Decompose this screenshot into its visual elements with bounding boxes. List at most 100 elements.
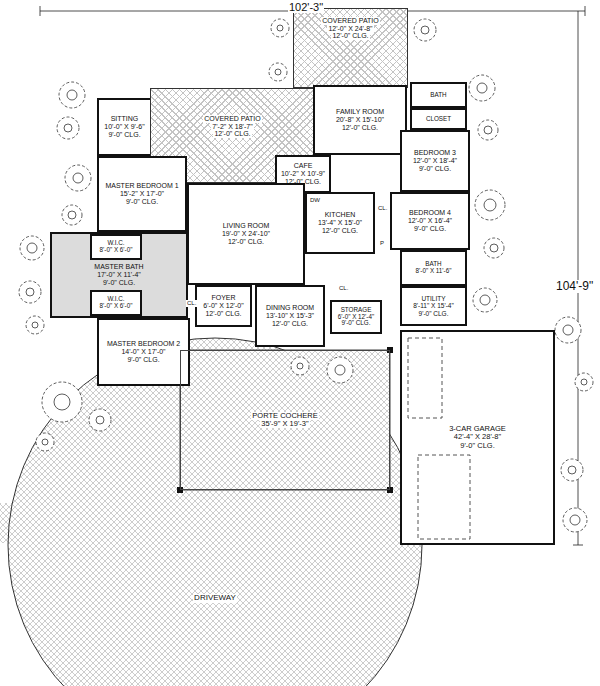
room-dimension: 6'-0" X 12'-4" [338, 314, 374, 321]
garage-outline [408, 338, 442, 418]
shrub [421, 26, 429, 34]
closet-label: CL. [186, 300, 197, 307]
room-name: FAMILY ROOM [336, 108, 384, 116]
room-box: BATH [410, 82, 467, 108]
dimension-tick [585, 6, 586, 16]
room-box: MASTER BEDROOM 214'-0" X 17'-0"9'-0" CLG… [97, 318, 190, 386]
room-name: W.I.C. [107, 240, 124, 247]
shrub [67, 90, 77, 100]
room-name: PORTE COCHERE [251, 412, 318, 420]
room-dimension: 8'-11" X 15'-4" [413, 302, 454, 309]
room-dimension: 9'-0" CLG. [414, 225, 446, 233]
porte-cochere-paving [180, 350, 390, 490]
shrub [57, 117, 79, 139]
shrub [480, 295, 490, 305]
shrub [490, 244, 498, 252]
room-dimension: 12'-0" CLG. [342, 124, 378, 132]
room-dimension: 8'-0" X 6'-0" [100, 303, 133, 310]
shrub [89, 409, 111, 431]
room-dimension: 12'-0" X 18'-4" [413, 157, 457, 165]
room-name: MASTER BATH [94, 263, 143, 271]
column [387, 487, 393, 493]
room-box: SITTING10'-0" X 9'-6"9'-0" CLG. [97, 98, 152, 156]
shrub [59, 82, 85, 108]
shrub [26, 316, 44, 334]
garage-box: 3-CAR GARAGE42'-4" X 28'-8"9'-0" CLG. [400, 330, 555, 545]
room-name: W.I.C. [107, 296, 124, 303]
shrub [42, 382, 82, 422]
room-dimension: 12'-0" CLG. [331, 32, 369, 40]
dimension-tick [40, 6, 41, 16]
room-name: KITCHEN [325, 211, 356, 219]
overall-dimension: 102'-3" [288, 1, 324, 13]
landscaping [19, 19, 593, 532]
room-dimension: 9'-0" CLG. [342, 320, 371, 327]
room-dimension: 12'-0" CLG. [205, 310, 241, 318]
shrub [271, 19, 289, 37]
room-name: COVERED PATIO [321, 17, 380, 25]
shrub [327, 357, 353, 383]
room-name: CLOSET [426, 116, 451, 123]
room-dimension: 9'-0" CLG. [419, 310, 449, 317]
shrub [335, 365, 345, 375]
room-name: CAFE [294, 162, 313, 170]
room-name: BATH [425, 261, 441, 268]
room-box: CLOSET [410, 108, 467, 130]
shrub [581, 379, 587, 385]
room-dimension: 15'-2" X 17'-0" [120, 190, 164, 198]
room-name: UTILITY [421, 295, 445, 302]
room-name: COVERED PATIO [203, 115, 262, 123]
shrub [65, 165, 91, 191]
shrub [469, 75, 495, 101]
shrub [73, 173, 83, 183]
shrub [54, 394, 70, 410]
room-dimension: 10'-0" X 9'-6" [104, 123, 144, 131]
room-dimension: 12'-0" CLG. [322, 227, 358, 235]
shrub [20, 236, 44, 260]
room-name: STORAGE [341, 307, 372, 314]
room-dimension: 20'-8" X 15'-10" [336, 116, 384, 124]
shrub [277, 25, 283, 31]
room-name: MASTER BEDROOM 2 [107, 340, 180, 348]
room-name: BEDROOM 4 [409, 209, 451, 217]
room-dimension: 19'-0" X 24'-10" [222, 230, 270, 238]
room-name: LIVING ROOM [223, 222, 270, 230]
shrub [570, 515, 580, 525]
room-box: BATH8'-0" X 11'-6" [400, 250, 467, 286]
room-dimension: 12'-0" CLG. [228, 238, 264, 246]
shrub [32, 322, 38, 328]
room-name: BEDROOM 3 [414, 149, 456, 157]
room-dimension: 9'-0" CLG. [419, 165, 451, 173]
shrub [484, 126, 492, 134]
overall-dimension: 104'-9" [555, 280, 594, 293]
room-box: W.I.C.8'-0" X 6'-0" [90, 234, 142, 260]
shrub [291, 357, 309, 375]
room-dimension: 12'-0" CLG. [213, 130, 251, 138]
shrub [475, 190, 505, 220]
room-dimension: 9'-0" CLG. [460, 442, 495, 450]
room-box: W.I.C.8'-0" X 6'-0" [90, 290, 142, 316]
room-dimension: 13'-10" X 15'-3" [266, 312, 314, 320]
porte-cochere-area: PORTE COCHERE35'-9" X 19'-3" [180, 350, 390, 490]
shrub [484, 199, 496, 211]
shrub [42, 439, 48, 445]
shrub [561, 459, 583, 481]
room-box: BEDROOM 312'-0" X 18'-4"9'-0" CLG. [400, 130, 470, 192]
room-dimension: 10'-2" X 10'-9" [281, 170, 325, 178]
shrub [275, 69, 281, 75]
shrub [563, 325, 573, 335]
room-box: BEDROOM 412'-0" X 16'-4"9'-0" CLG. [390, 192, 470, 250]
room-dimension: 12'-0" X 24'-8" [327, 25, 373, 33]
pantry-label: P [379, 240, 385, 247]
room-dimension: 9'-0" CLG. [108, 131, 140, 139]
dimension-tick [573, 545, 583, 546]
room-box: LIVING ROOM19'-0" X 24'-10"12'-0" CLG. [187, 183, 305, 285]
shrub [68, 211, 76, 219]
room-box: STORAGE6'-0" X 12'-4"9'-0" CLG. [330, 300, 382, 334]
shrub [96, 416, 104, 424]
room-name: FOYER [211, 294, 235, 302]
driveway-circle [8, 338, 422, 686]
shrub [478, 120, 498, 140]
shrub [563, 508, 587, 532]
